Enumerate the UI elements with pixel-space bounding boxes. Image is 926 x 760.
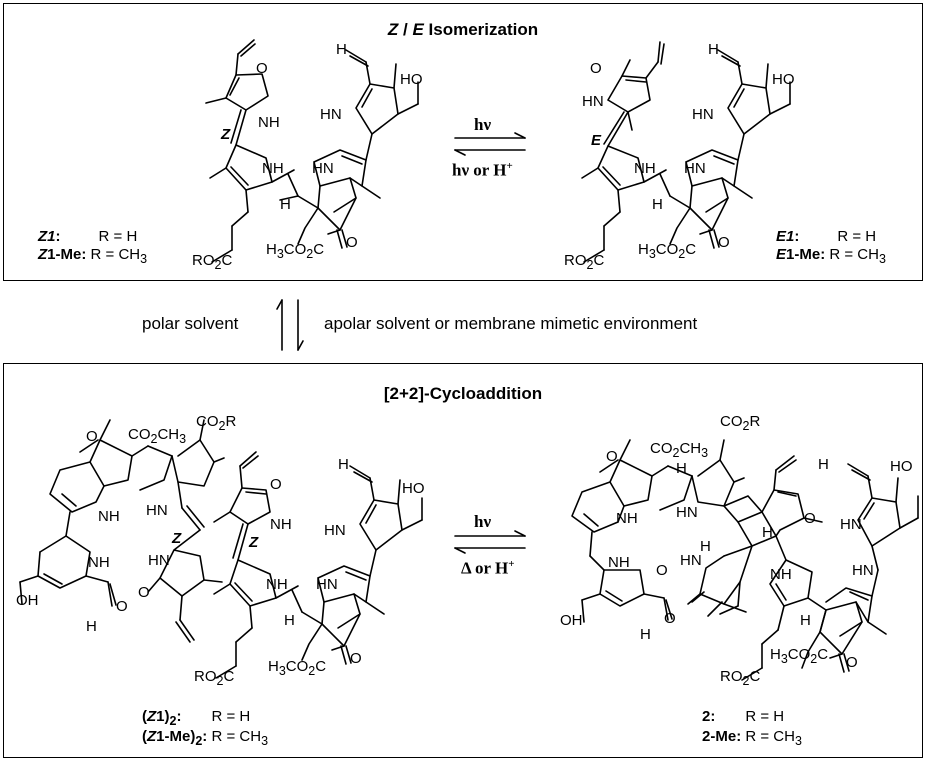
adduct-atom-o3: O xyxy=(656,562,668,579)
dimer-atom-nh1: NH xyxy=(98,508,120,525)
e1-atom-hn2: HN xyxy=(692,106,714,123)
e1-me-label: E1-Me: R = CH3 xyxy=(776,246,886,266)
adduct-atom-ester1: CO2CH3 xyxy=(650,440,709,460)
e1-atom-hn: HN xyxy=(582,93,604,110)
e1-atom-o: O xyxy=(590,60,602,77)
dimer-atom-h1: H xyxy=(86,618,97,635)
adduct-atom-ro2c: RO2C xyxy=(720,668,761,688)
z1-atom-ho: HO xyxy=(400,71,423,88)
dimer-atom-hn3: HN xyxy=(324,522,346,539)
dimer-atom-h2: H xyxy=(338,456,349,473)
adduct-atom-h5: H xyxy=(818,456,829,473)
dimer-atom-ester1: CO2CH3 xyxy=(128,426,187,446)
cycloaddition-panel: [2+2]-Cycloaddition xyxy=(3,363,923,758)
adduct-atom-o2: O xyxy=(664,610,676,627)
e1-atom-ro2c: RO2C xyxy=(564,252,605,272)
adduct-atom-o1: O xyxy=(606,448,618,465)
adduct-atom-h4: H xyxy=(762,524,773,541)
adduct-atom-ho: HO xyxy=(890,458,913,475)
adduct-atom-nh3: NH xyxy=(770,566,792,583)
e1-atom-e: E xyxy=(591,132,602,149)
adduct-2-label: 2:R = H xyxy=(702,708,785,725)
dimer-atom-h3: H xyxy=(284,612,295,629)
adduct-atom-hn2: HN xyxy=(680,552,702,569)
apolar-solvent-label: apolar solvent or membrane mimetic envir… xyxy=(324,314,698,333)
adduct-atom-oh: OH xyxy=(560,612,583,629)
z1-me-label: Z1-Me: R = CH3 xyxy=(38,246,148,266)
z1-atom-h-stereo: H xyxy=(280,196,291,213)
adduct-atom-h2: H xyxy=(700,538,711,555)
dimer-atom-o3: O xyxy=(138,584,150,601)
dimer-atom-nh3: NH xyxy=(270,516,292,533)
bottom-forward-label: hν xyxy=(474,512,492,531)
e1-label: E1:R = H xyxy=(776,228,877,245)
e1-atom-hn3: HN xyxy=(684,160,706,177)
adduct-atom-h6: H xyxy=(800,612,811,629)
z1-atom-o: O xyxy=(256,60,268,77)
dimer-atom-ester2: H3CO2C xyxy=(268,658,327,678)
z1-dimer-structure xyxy=(19,419,423,679)
e1-atom-h: H xyxy=(708,41,719,58)
bottom-back-label: Δ or H+ xyxy=(461,558,515,578)
dimer-atom-hn2: HN xyxy=(148,552,170,569)
z1-atom-ester: H3CO2C xyxy=(266,241,325,261)
cycloaddition-title: [2+2]-Cycloaddition xyxy=(383,384,543,403)
e1-atom-o2: O xyxy=(718,234,730,251)
adduct-2-me-label: 2-Me: R = CH3 xyxy=(702,728,802,748)
e1-atom-h-stereo: H xyxy=(652,196,663,213)
z1-atom-hn2: HN xyxy=(312,160,334,177)
top-back-label: hν or H+ xyxy=(452,160,513,180)
adduct-atom-nh1: NH xyxy=(616,510,638,527)
dimer-atom-z1: Z xyxy=(172,530,182,547)
dimer-atom-hn4: HN xyxy=(316,576,338,593)
dimer-atom-oh: OH xyxy=(16,592,39,609)
z1-atom-nh2: NH xyxy=(262,160,284,177)
dimer-atom-z2: Z xyxy=(249,534,259,551)
adduct-atom-h3: H xyxy=(640,626,651,643)
z1-dimer-label: (Z1)2:R = H xyxy=(142,708,251,728)
top-forward-label: hν xyxy=(474,115,492,134)
dimer-atom-o1: O xyxy=(86,428,98,445)
dimer-atom-nh2: NH xyxy=(88,554,110,571)
dimer-atom-o5: O xyxy=(350,650,362,667)
e1-atom-ester: H3CO2C xyxy=(638,241,697,261)
adduct-atom-hn3: HN xyxy=(840,516,862,533)
isomerization-panel: Z / E Isomerization xyxy=(3,3,923,281)
dimer-atom-nh4: NH xyxy=(266,576,288,593)
z1-atom-ro2c: RO2C xyxy=(192,252,233,272)
z1-label: Z1:R = H xyxy=(38,228,138,245)
adduct-atom-hn4: HN xyxy=(852,562,874,579)
z1-structure xyxy=(205,39,419,263)
z1-atom-o2: O xyxy=(346,234,358,251)
dimer-atom-co2r1: CO2R xyxy=(196,413,237,433)
adduct-atom-o5: O xyxy=(846,654,858,671)
e1-atom-nh: NH xyxy=(634,160,656,177)
z1-atom-z: Z xyxy=(221,126,231,143)
adduct-atom-h1: H xyxy=(676,460,687,477)
adduct-atom-co2r: CO2R xyxy=(720,413,761,433)
adduct-atom-nh2: NH xyxy=(608,554,630,571)
adduct-atom-hn1: HN xyxy=(676,504,698,521)
dimer-atom-hn1: HN xyxy=(146,502,168,519)
isomerization-title: Z / E Isomerization xyxy=(387,20,539,39)
dimer-atom-ro2c: RO2C xyxy=(194,668,235,688)
z1-me-dimer-label: (Z1-Me)2: R = CH3 xyxy=(142,728,269,748)
cycloadduct-structure xyxy=(571,439,919,681)
z1-atom-nh: NH xyxy=(258,114,280,131)
adduct-atom-o4: O xyxy=(804,510,816,527)
z1-atom-h: H xyxy=(336,41,347,58)
e1-atom-ho: HO xyxy=(772,71,795,88)
adduct-atom-ester2: H3CO2C xyxy=(770,646,829,666)
dimer-atom-o2: O xyxy=(116,598,128,615)
dimer-atom-ho: HO xyxy=(402,480,425,497)
polar-solvent-label: polar solvent xyxy=(142,314,239,333)
e1-structure xyxy=(581,41,791,263)
dimer-atom-o4: O xyxy=(270,476,282,493)
z1-atom-hn: HN xyxy=(320,106,342,123)
